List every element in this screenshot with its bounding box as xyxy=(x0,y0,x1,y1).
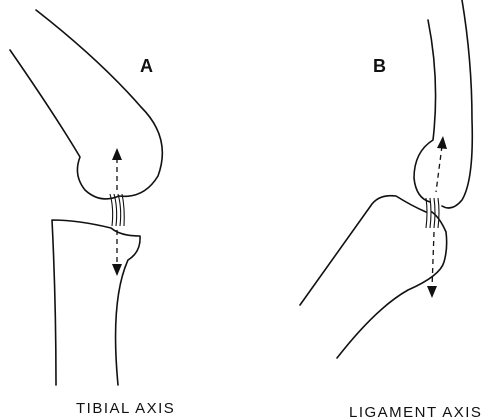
panel-b-tibia-front xyxy=(337,212,447,358)
panel-a-femur xyxy=(10,10,162,199)
panel-a-tibia xyxy=(52,220,140,385)
panel-a-caption: TIBIAL AXIS xyxy=(76,400,175,417)
panel-b-femur xyxy=(414,20,436,202)
panel-b-tibia xyxy=(300,196,426,305)
panel-b-caption: LIGAMENT AXIS xyxy=(349,404,482,420)
panel-b-letter: B xyxy=(373,56,386,76)
panel-a-letter: A xyxy=(140,56,153,76)
panel-b: B LIGAMENT AXIS xyxy=(300,0,482,420)
panel-b-femur-back xyxy=(442,0,472,208)
panel-a: A TIBIAL AXIS xyxy=(10,10,175,417)
